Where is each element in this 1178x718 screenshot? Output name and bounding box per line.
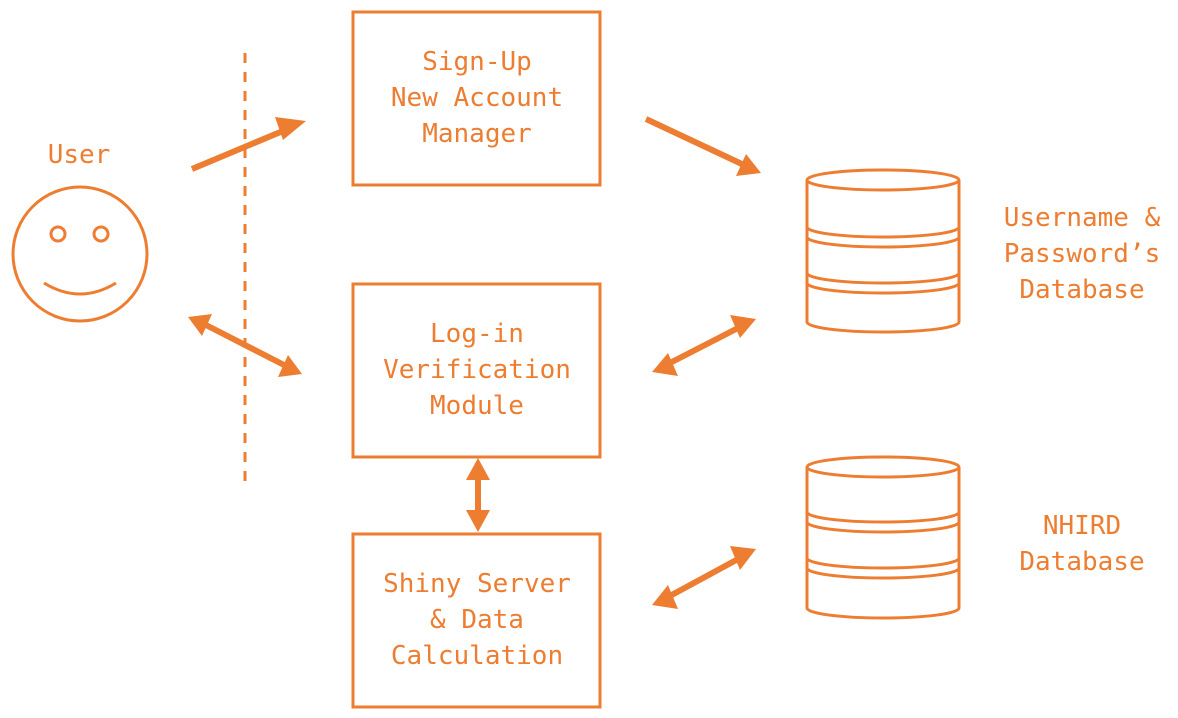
credentials-db-line-2: Password’s: [1003, 239, 1161, 269]
nhird-db-label: NHIRD Database: [958, 508, 1178, 580]
credentials-db-line-1: Username &: [1003, 203, 1161, 233]
database-cylinder-icon: [805, 168, 961, 334]
login-box: [351, 282, 602, 459]
credentials-db-label: Username & Password’s Database: [958, 200, 1178, 308]
database-cylinder-icon: [805, 455, 961, 620]
login-label: Log-in Verification Module: [353, 316, 601, 424]
shiny-line-2: & Data: [430, 605, 524, 635]
arrow-user-login: [188, 314, 302, 377]
nhird-db-line-2: Database: [1019, 547, 1145, 577]
arrow-shiny-nhird-db: [652, 546, 756, 609]
arrow-signup-to-credentials-db: [644, 116, 761, 176]
login-line-1: Log-in: [430, 319, 524, 349]
signup-line-1: Sign-Up: [422, 47, 532, 77]
credentials-db-line-3: Database: [1019, 275, 1145, 305]
arrow-login-shiny: [466, 458, 490, 532]
shiny-line-1: Shiny Server: [383, 569, 571, 599]
arrow-login-credentials-db: [652, 315, 756, 376]
login-line-2: Verification: [383, 355, 571, 385]
shiny-line-3: Calculation: [390, 641, 564, 671]
shiny-label: Shiny Server & Data Calculation: [353, 566, 601, 674]
signup-box: [351, 10, 602, 187]
signup-line-2: New Account: [390, 83, 564, 113]
signup-label: Sign-Up New Account Manager: [353, 44, 601, 152]
arrow-user-to-signup: [190, 117, 306, 172]
signup-line-3: Manager: [422, 119, 532, 149]
user-label: User: [47, 140, 111, 170]
nhird-db-line-1: NHIRD: [1042, 511, 1122, 541]
login-line-3: Module: [430, 391, 524, 421]
smiley-face-icon: [11, 185, 149, 323]
shiny-box: [351, 532, 602, 709]
